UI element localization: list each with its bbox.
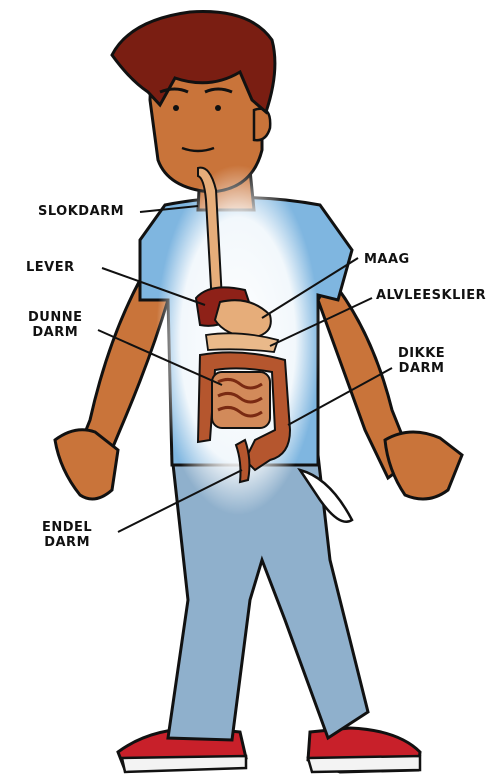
label-maag: MAAG (364, 252, 410, 267)
ear (254, 109, 270, 140)
label-lever: LEVER (26, 260, 75, 275)
label-dunne-darm: DUNNE DARM (28, 310, 83, 340)
eye (173, 105, 179, 111)
label-alvleesklier: ALVLEESKLIER (376, 288, 486, 303)
label-endeldarm-line2: DARM (44, 535, 90, 550)
small-intestine (212, 372, 270, 428)
label-endeldarm-line1: ENDEL (42, 520, 92, 535)
label-dikke-darm-line2: DARM (399, 361, 445, 376)
label-dunne-darm-line2: DARM (32, 325, 78, 340)
eye (215, 105, 221, 111)
right-hand (385, 432, 462, 499)
label-endeldarm: ENDEL DARM (42, 520, 92, 550)
label-slokdarm: SLOKDARM (38, 204, 124, 219)
right-shoe (308, 728, 420, 772)
label-dikke-darm: DIKKE DARM (398, 346, 445, 376)
label-dunne-darm-line1: DUNNE (28, 310, 83, 325)
label-dikke-darm-line1: DIKKE (398, 346, 445, 361)
